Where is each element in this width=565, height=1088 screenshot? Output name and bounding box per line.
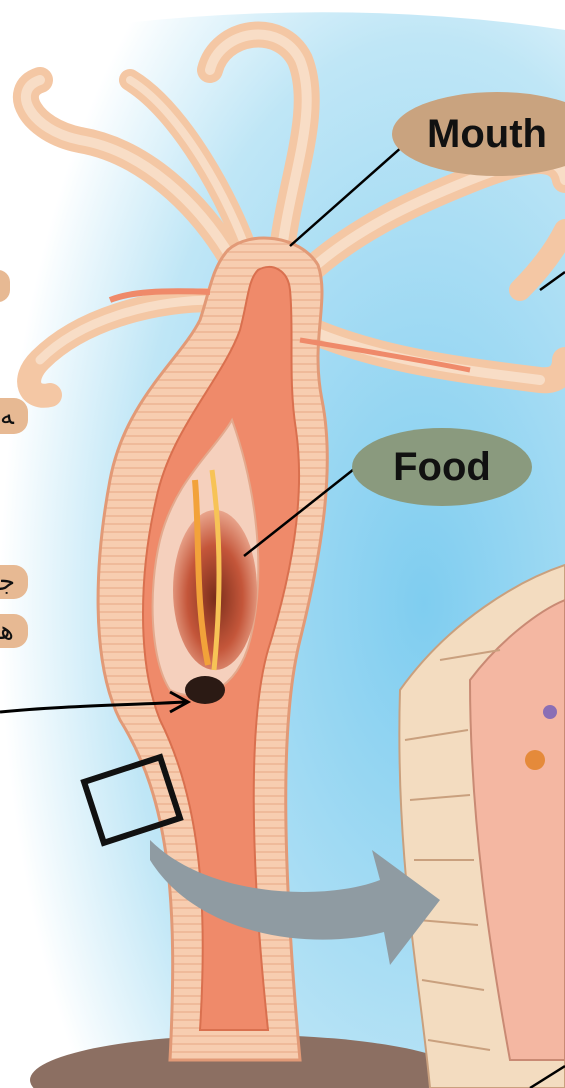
edge-scribble-2: ﺟ <box>0 565 28 599</box>
food-label: Food <box>352 428 532 506</box>
edge-scribble-1: ﻪ <box>0 398 28 434</box>
edge-scribble-3: ﻫ <box>0 614 28 648</box>
